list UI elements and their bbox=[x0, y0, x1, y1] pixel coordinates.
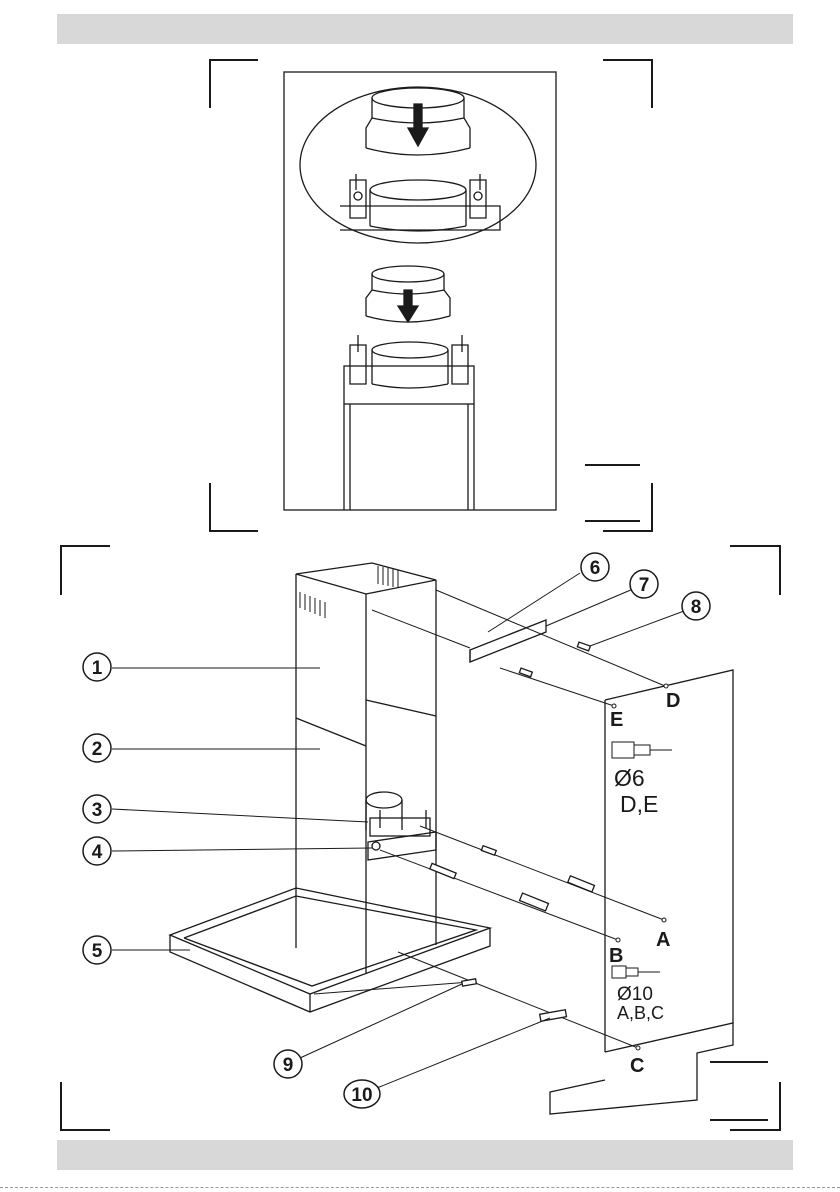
arrow-down-icon bbox=[398, 290, 418, 322]
adapter-assembly bbox=[344, 266, 474, 510]
upper-corner-marks bbox=[210, 60, 652, 531]
wall-plugs bbox=[430, 642, 595, 1021]
point-d: D bbox=[666, 690, 680, 712]
point-b: B bbox=[609, 945, 623, 967]
zoom-detail bbox=[300, 87, 536, 243]
drill-diameter-10: Ø10 bbox=[617, 984, 653, 1005]
callout-7: 7 bbox=[639, 575, 650, 596]
point-e: E bbox=[610, 709, 623, 731]
callout-9: 9 bbox=[283, 1055, 294, 1076]
callout-2: 2 bbox=[92, 739, 103, 760]
callout-leaders bbox=[112, 573, 684, 1090]
lower-corner-marks bbox=[61, 546, 780, 1130]
drill-diameter-6: Ø6 bbox=[614, 765, 645, 791]
drill-holes-de: D,E bbox=[620, 791, 658, 817]
callout-5: 5 bbox=[92, 941, 103, 962]
callout-1: 1 bbox=[92, 658, 103, 679]
callout-3: 3 bbox=[92, 800, 103, 821]
arrow-down-icon bbox=[408, 104, 428, 146]
mounting-bracket bbox=[470, 620, 546, 662]
point-c: C bbox=[630, 1055, 644, 1077]
callout-8: 8 bbox=[691, 597, 702, 618]
point-a: A bbox=[656, 929, 670, 951]
drill-icon bbox=[612, 742, 672, 758]
callout-6: 6 bbox=[590, 558, 601, 579]
drill-holes-abc: A,B,C bbox=[617, 1003, 664, 1023]
callout-4: 4 bbox=[92, 842, 103, 863]
callout-10: 10 bbox=[351, 1085, 372, 1106]
wall bbox=[550, 670, 733, 1114]
drill-icon bbox=[612, 966, 660, 978]
